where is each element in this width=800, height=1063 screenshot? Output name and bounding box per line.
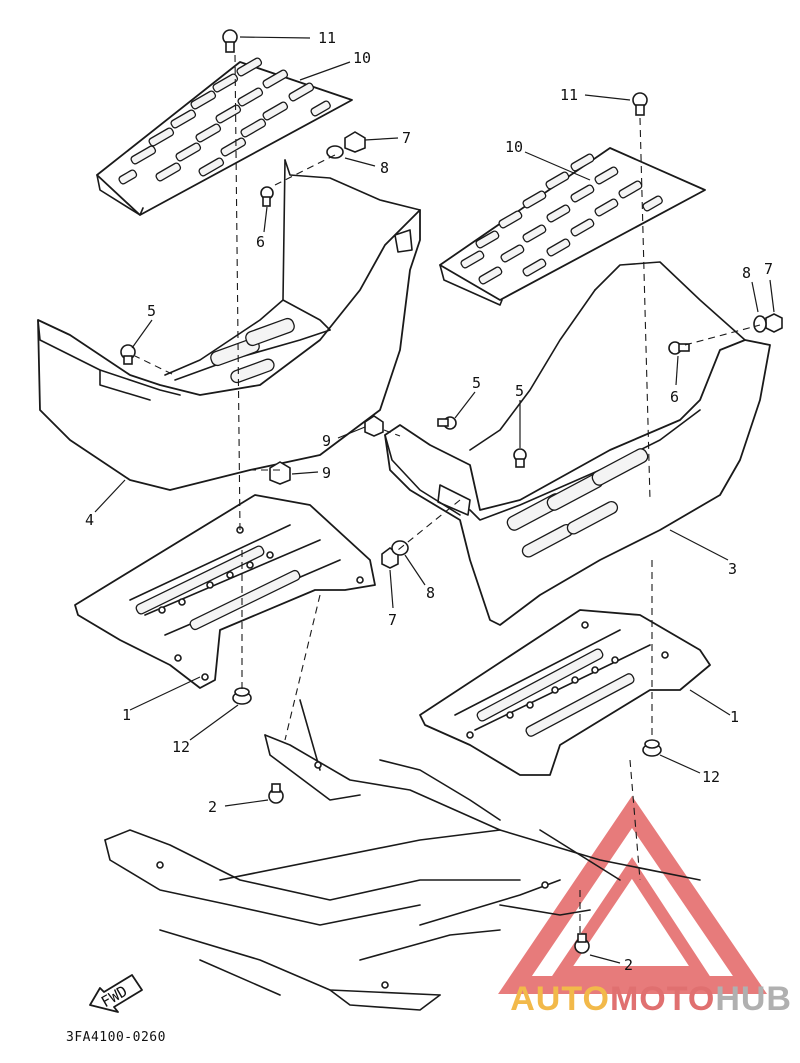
left-board-tread-slots	[118, 57, 331, 185]
left-footrest-guard	[37, 159, 421, 491]
callout-10-left: 10	[353, 49, 371, 67]
bolt-11-right	[632, 92, 648, 116]
right-footrest-board	[439, 147, 706, 306]
callout-10-right: 10	[505, 138, 523, 156]
bolt-6-right	[668, 341, 690, 355]
callout-9-right: 9	[322, 432, 331, 450]
callout-4: 4	[85, 511, 94, 529]
damper-12-right	[642, 739, 662, 757]
fwd-arrow-icon: FWD	[89, 974, 143, 1013]
callout-7-lower: 7	[388, 611, 397, 629]
nut-9-right	[364, 415, 384, 437]
callout-1-right: 1	[730, 708, 739, 726]
callout-6-right: 6	[670, 388, 679, 406]
fasteners	[120, 29, 783, 954]
watermark-auto: AUTO	[510, 980, 610, 1018]
callout-3: 3	[728, 560, 737, 578]
damper-12-left	[232, 687, 252, 705]
callout-8-left: 8	[380, 159, 389, 177]
callout-1-left: 1	[122, 706, 131, 724]
nut-7-right	[765, 313, 783, 333]
leader-lines	[94, 36, 775, 964]
callout-11-right: 11	[560, 86, 578, 104]
callout-8-lower: 8	[426, 584, 435, 602]
callout-2-right: 2	[624, 956, 633, 974]
nut-7-left	[344, 131, 366, 153]
watermark-moto: MOTO	[609, 980, 716, 1018]
watermark-triangle-logo	[498, 795, 768, 994]
callout-11-left: 11	[318, 29, 336, 47]
callout-7-right: 7	[764, 260, 773, 278]
left-footrest-board	[96, 57, 353, 216]
callout-2-left: 2	[208, 798, 217, 816]
callout-9-left: 9	[322, 464, 331, 482]
part-code: 3FA4100-0260	[66, 1030, 166, 1045]
callout-7-left: 7	[402, 129, 411, 147]
callout-5-mid: 5	[472, 374, 481, 392]
callout-12-right: 12	[702, 768, 720, 786]
bolt-5-right	[513, 448, 527, 468]
right-footrest-bracket	[419, 609, 711, 776]
bolt-2-right	[574, 933, 590, 954]
right-board-tread-slots	[460, 153, 663, 285]
assembly-lines	[134, 54, 761, 935]
callout-5-left: 5	[147, 302, 156, 320]
bolt-2-left	[268, 783, 284, 804]
callout-labels: 11 10 7 8 6 5 4 9 9 1 12 2 11 10 8 7 6 5…	[85, 29, 773, 974]
washer-8-right	[753, 315, 767, 333]
nut-9-left	[269, 461, 291, 485]
bolt-6-left	[260, 186, 274, 207]
right-footrest-guard	[384, 261, 771, 626]
frame	[104, 699, 701, 1011]
watermark-hub: HUB	[715, 980, 792, 1018]
bolt-5-left	[120, 344, 136, 365]
washer-8-left	[326, 145, 344, 159]
callout-6-left: 6	[256, 233, 265, 251]
callout-5-right: 5	[515, 382, 524, 400]
left-footrest-bracket	[74, 494, 376, 689]
watermark-text: AUTOMOTOHUB	[510, 980, 792, 1019]
bolt-11-left	[222, 29, 238, 53]
callout-12-left: 12	[172, 738, 190, 756]
bolt-5-mid	[437, 416, 457, 430]
callout-8-right: 8	[742, 264, 751, 282]
